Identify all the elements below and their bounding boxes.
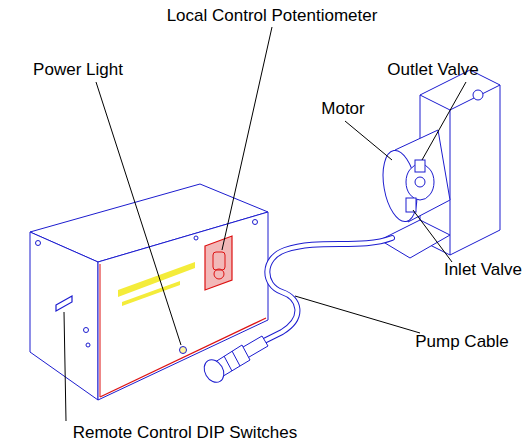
pump-cable: [262, 238, 392, 342]
leader-line: [64, 27, 466, 421]
power-light: [180, 347, 187, 354]
potentiometer-plate: [205, 236, 232, 290]
potentiometer-knob: [214, 269, 224, 279]
box-trim: [100, 264, 101, 397]
outlet-valve: [415, 160, 425, 172]
part-label: Inlet Valve: [444, 260, 522, 280]
part-label: Remote Control DIP Switches: [73, 423, 298, 443]
box-front-face: [98, 212, 268, 400]
part-label: Outlet Valve: [387, 60, 478, 80]
box-trim: [100, 318, 266, 397]
dip-switch-slot: [56, 296, 72, 311]
part-label: Power Light: [33, 60, 123, 80]
part-label: Pump Cable: [415, 332, 509, 352]
potentiometer-knob: [213, 252, 225, 270]
display-stripe: [122, 281, 180, 306]
cable-connector: [200, 336, 268, 386]
part-label: Motor: [321, 99, 364, 119]
part-label: Local Control Potentiometer: [167, 6, 378, 26]
inlet-valve: [406, 198, 416, 212]
